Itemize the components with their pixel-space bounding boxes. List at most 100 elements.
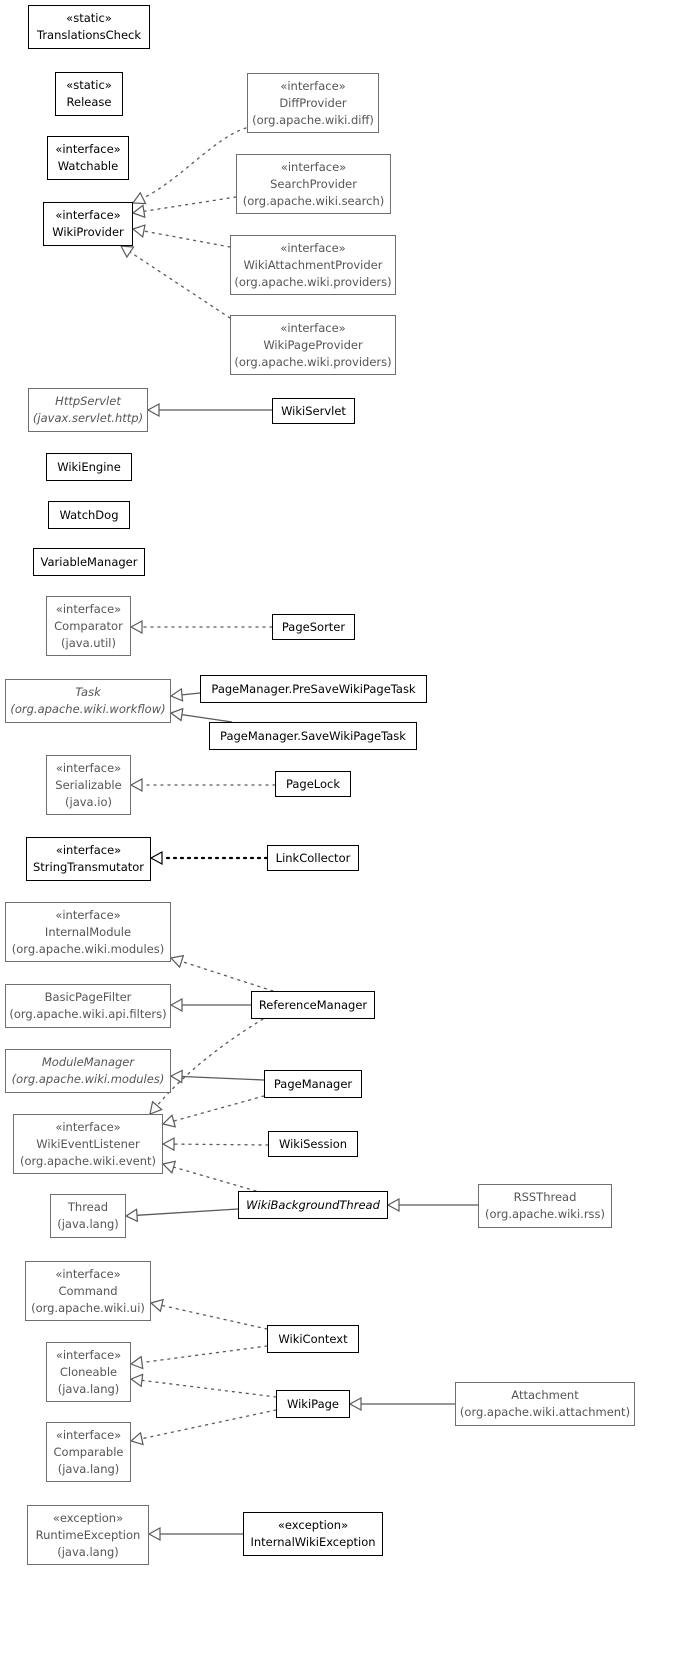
class-box-module-manager: ModuleManager (org.apache.wiki.modules)	[5, 1049, 171, 1093]
stereotype-label: «exception»	[277, 1518, 349, 1532]
stereotype-label: «interface»	[280, 320, 346, 335]
stereotype-label: «static»	[66, 78, 112, 92]
package-label: (org.apache.wiki.event)	[19, 1153, 157, 1168]
relation-line-search-provider-to-wiki-provider	[143, 196, 237, 212]
class-box-serializable: «interface»Serializable(java.io)	[46, 755, 131, 815]
class-box-command: «interface»Command(org.apache.wiki.ui)	[25, 1261, 151, 1321]
arrowhead-comparator	[129, 619, 143, 635]
package-label: (org.apache.wiki.rss)	[484, 1207, 606, 1221]
package-label: (org.apache.wiki.diff)	[252, 112, 374, 127]
arrowhead-wiki-background-thread	[386, 1197, 400, 1213]
stereotype-label: «static»	[66, 11, 112, 25]
class-name: Comparable	[53, 1444, 124, 1459]
class-name: PageManager.PreSaveWikiPageTask	[211, 681, 416, 696]
arrowhead-command	[149, 1298, 164, 1313]
relation-line-wiki-attachment-provider-to-wiki-provider	[143, 230, 231, 248]
class-box-wiki-page: WikiPage	[276, 1390, 350, 1418]
class-name: BasicPageFilter	[44, 990, 132, 1004]
class-name: InternalWikiException	[250, 1535, 376, 1549]
arrowhead-wiki-event-listener	[149, 1100, 163, 1115]
class-name: WikiBackgroundThread	[246, 1197, 380, 1212]
class-box-runtime-exception: «exception»RuntimeException(java.lang)	[27, 1505, 149, 1565]
stereotype-label: «interface»	[55, 601, 122, 616]
package-label: (org.apache.wiki.modules)	[11, 1072, 165, 1086]
class-name: HttpServlet	[55, 394, 121, 408]
package-label: (org.apache.wiki.ui)	[31, 1300, 145, 1315]
relation-line-pre-save-wiki-page-task-to-task	[181, 692, 201, 696]
class-box-comparable: «interface»Comparable(java.lang)	[46, 1422, 131, 1482]
stereotype-label: «interface»	[280, 159, 347, 174]
arrowhead-wiki-provider	[131, 204, 146, 219]
relation-line-wiki-background-thread-to-wiki-event-listener	[172, 1166, 257, 1192]
class-box-save-wiki-page-task: PageManager.SaveWikiPageTask	[209, 722, 417, 750]
package-label: (javax.servlet.http)	[32, 411, 144, 425]
class-box-page-lock: PageLock	[275, 771, 351, 797]
class-box-wiki-session: WikiSession	[268, 1131, 358, 1157]
stereotype-label: «interface»	[55, 208, 121, 222]
class-box-wiki-servlet: WikiServlet	[272, 398, 355, 424]
stereotype-label: «interface»	[280, 78, 346, 93]
package-label: (org.apache.wiki.modules)	[11, 941, 165, 956]
arrowhead-http-servlet	[146, 402, 160, 418]
class-box-pre-save-wiki-page-task: PageManager.PreSaveWikiPageTask	[200, 675, 427, 703]
arrowhead-wiki-provider	[131, 191, 147, 205]
class-name: PageManager.SaveWikiPageTask	[220, 728, 406, 743]
class-box-thread: Thread(java.lang)	[50, 1194, 126, 1238]
arrowhead-wiki-provider	[131, 224, 146, 239]
class-box-rssthread: RSSThread(org.apache.wiki.rss)	[478, 1184, 612, 1228]
relation-line-reference-manager-to-wiki-event-listener	[156, 1018, 264, 1107]
package-label: (java.lang)	[57, 1381, 120, 1396]
stereotype-label: «interface»	[55, 1347, 122, 1362]
relation-line-save-wiki-page-task-to-task	[181, 713, 233, 723]
class-name: WatchDog	[59, 507, 119, 522]
class-box-wiki-page-provider: «interface» WikiPageProvider (org.apache.w…	[230, 315, 396, 375]
class-box-wiki-context: WikiContext	[267, 1325, 359, 1353]
arrowhead-basic-page-filter	[169, 997, 183, 1013]
class-name: WikiEventListener	[36, 1136, 140, 1151]
stereotype-label: «interface»	[280, 240, 346, 255]
relation-line-diff-provider-to-wiki-provider	[142, 127, 247, 199]
relation-line-page-manager-to-module-manager	[181, 1075, 265, 1081]
relation-line-wiki-page-to-cloneable	[141, 1379, 277, 1398]
class-name: Release	[66, 95, 112, 109]
arrowhead-thread	[124, 1208, 139, 1223]
class-name: WikiContext	[278, 1331, 348, 1346]
class-name: Task	[75, 685, 101, 699]
class-box-wiki-background-thread: WikiBackgroundThread	[238, 1191, 388, 1219]
arrowhead-task	[169, 707, 184, 722]
class-box-attachment: Attachment(org.apache.wiki.attachment)	[455, 1382, 635, 1426]
arrowhead-wiki-event-listener	[161, 1114, 177, 1128]
arrowhead-wiki-event-listener	[161, 1137, 175, 1152]
class-name: WikiServlet	[281, 403, 346, 418]
relation-line-wiki-page-provider-to-wiki-provider	[129, 251, 231, 319]
class-name: ModuleManager	[41, 1055, 135, 1069]
relation-line-wiki-page-to-comparable	[141, 1409, 277, 1440]
package-label: (org.apache.wiki.providers)	[234, 274, 392, 289]
class-box-internal-module: «interface»InternalModule(org.apache.wik…	[5, 902, 171, 962]
class-name: Thread	[67, 1200, 109, 1214]
package-label: (org.apache.wiki.providers)	[234, 354, 392, 369]
class-box-http-servlet: HttpServlet (javax.servlet.http)	[28, 388, 148, 432]
class-name: ReferenceManager	[258, 997, 368, 1012]
class-box-watch-dog: WatchDog	[48, 501, 130, 529]
class-name: WikiSession	[278, 1136, 348, 1151]
class-box-cloneable: «interface»Cloneable(java.lang)	[46, 1342, 131, 1402]
class-box-search-provider: «interface»SearchProvider(org.apache.wik…	[236, 154, 391, 214]
package-label: (org.apache.wiki.api.filters)	[9, 1007, 167, 1021]
class-box-translations-check: «static» TranslationsCheck	[28, 5, 150, 49]
class-box-task: Task(org.apache.wiki.workflow)	[5, 679, 171, 723]
class-box-page-manager: PageManager	[264, 1070, 362, 1098]
arrowhead-serializable	[129, 777, 143, 793]
arrowhead-wiki-page	[348, 1396, 362, 1412]
stereotype-label: «interface»	[55, 907, 121, 922]
stereotype-label: «interface»	[55, 1119, 121, 1134]
class-box-wiki-event-listener: «interface» WikiEventListener (org.apache.…	[13, 1114, 163, 1174]
arrowhead-runtime-exception	[147, 1526, 161, 1542]
class-box-wiki-engine: WikiEngine	[46, 453, 132, 481]
class-name: WikiPageProvider	[263, 337, 363, 352]
class-name: SearchProvider	[270, 176, 357, 191]
class-name: TranslationsCheck	[36, 28, 142, 42]
arrowhead-internal-module	[169, 954, 185, 969]
